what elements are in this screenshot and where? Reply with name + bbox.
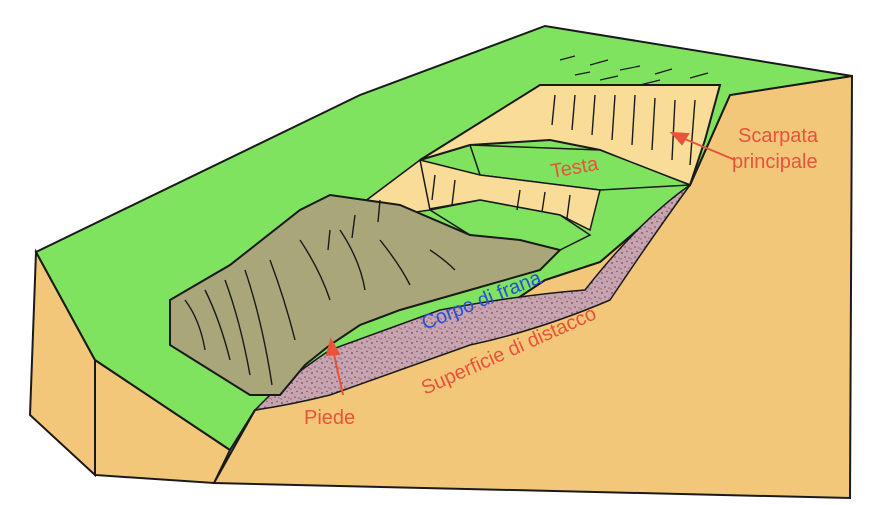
- label-scarpata-line2: principale: [732, 151, 818, 173]
- label-scarpata-line1: Scarpata: [738, 125, 819, 147]
- label-piede: Piede: [304, 407, 355, 429]
